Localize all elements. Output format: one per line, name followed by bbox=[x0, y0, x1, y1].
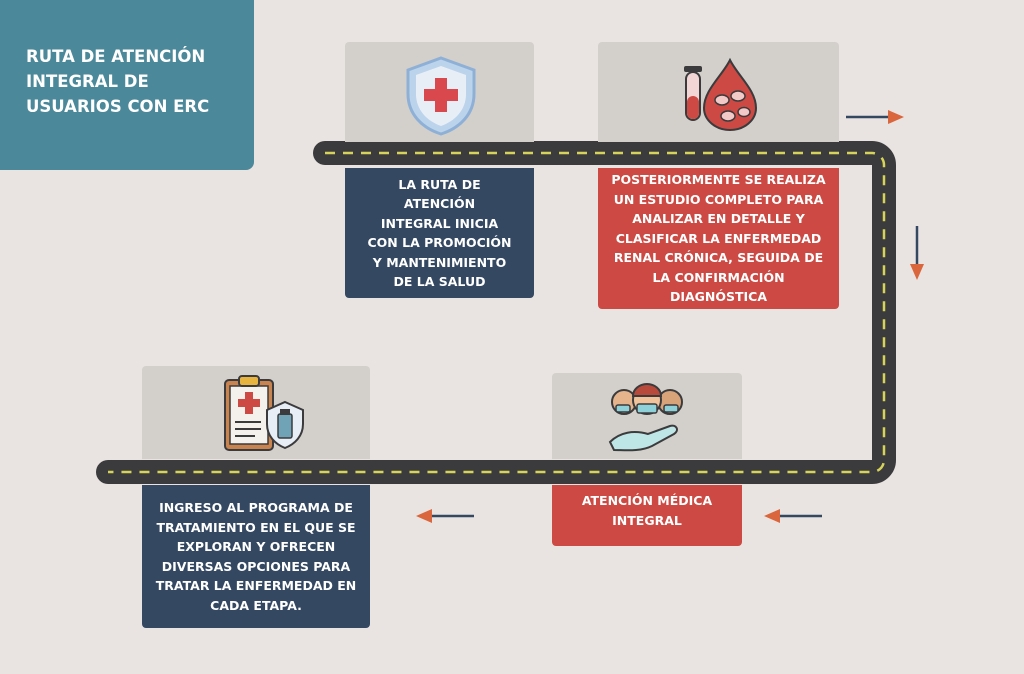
arrow-right-icon bbox=[846, 110, 904, 124]
step-3-text: ATENCIÓN MÉDICA INTEGRAL bbox=[552, 485, 742, 546]
title-box: RUTA DE ATENCIÓN INTEGRAL DE USUARIOS CO… bbox=[0, 0, 254, 170]
blood-test-icon bbox=[676, 56, 760, 134]
medical-team-hand-icon bbox=[604, 380, 690, 456]
arrow-down-icon bbox=[910, 226, 924, 280]
clipboard-medicine-icon bbox=[219, 372, 307, 456]
step-4-text: INGRESO AL PROGRAMA DE TRATAMIENTO EN EL… bbox=[142, 485, 370, 628]
arrow-left-icon-2 bbox=[416, 509, 474, 523]
arrow-left-icon-1 bbox=[764, 509, 822, 523]
step-2-text: POSTERIORMENTE SE REALIZA UN ESTUDIO COM… bbox=[598, 168, 839, 309]
step-1-text: LA RUTA DE ATENCIÓN INTEGRAL INICIA CON … bbox=[345, 168, 534, 298]
shield-cross-icon bbox=[402, 54, 480, 136]
page-title: RUTA DE ATENCIÓN INTEGRAL DE USUARIOS CO… bbox=[26, 47, 210, 116]
